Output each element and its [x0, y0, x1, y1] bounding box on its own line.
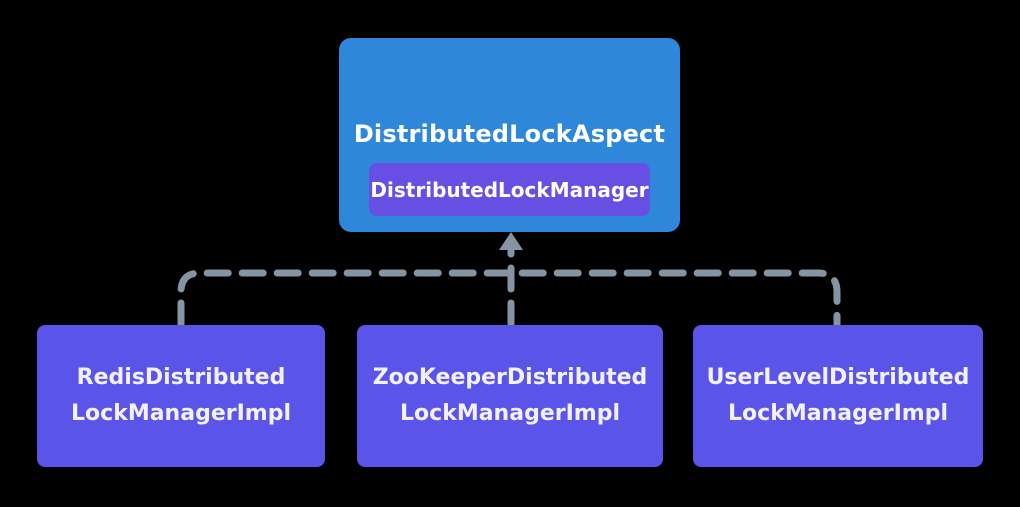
- impl-label-line2: LockManagerImpl: [728, 401, 948, 426]
- impl-label-line1: ZooKeeperDistributed: [372, 365, 648, 390]
- distributed-lock-aspect-box: DistributedLockAspect DistributedLockMan…: [339, 38, 680, 232]
- aspect-title: DistributedLockAspect: [353, 120, 666, 148]
- userlevel-impl-box: UserLevelDistributed LockManagerImpl: [693, 325, 983, 467]
- zookeeper-impl-box: ZooKeeperDistributed LockManagerImpl: [357, 325, 663, 467]
- impl-label-line2: LockManagerImpl: [71, 401, 291, 426]
- distributed-lock-manager-box: DistributedLockManager: [369, 163, 650, 216]
- impl-label-line1: RedisDistributed: [76, 365, 286, 390]
- redis-impl-box: RedisDistributed LockManagerImpl: [37, 325, 325, 467]
- impl-label-line2: LockManagerImpl: [400, 401, 620, 426]
- impl-label-line1: UserLevelDistributed: [706, 365, 970, 390]
- manager-label: DistributedLockManager: [370, 177, 649, 202]
- arrowhead-up-icon: [499, 232, 523, 250]
